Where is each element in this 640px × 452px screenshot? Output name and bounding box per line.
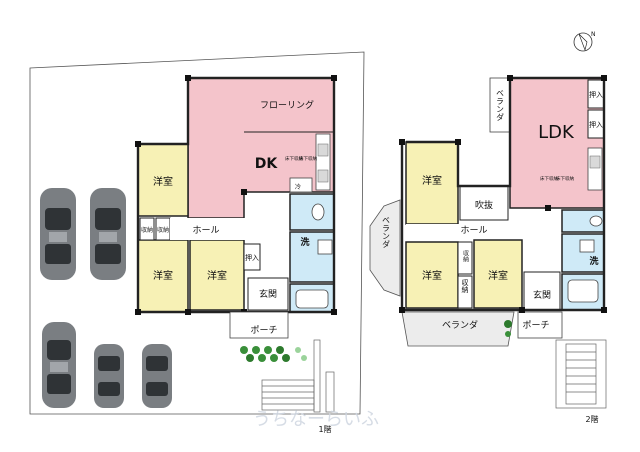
bathtub-icon: [567, 279, 599, 303]
label-hall-2f: ホール: [460, 225, 487, 236]
label-western-left: 洋室: [422, 174, 442, 187]
label-porch: ポーチ: [250, 325, 277, 336]
label-under-floor-1-2f: 床下収納: [540, 175, 558, 182]
toilet-icon: [311, 203, 325, 221]
room-western-tl: [137, 143, 189, 217]
balcony-side: [369, 199, 401, 297]
kitchen-counter-2f: [587, 147, 603, 191]
floor1-plan: [135, 75, 337, 413]
label-western-tl: 洋室: [153, 175, 173, 188]
floor1-labels: フローリング DK 床下収納 床下収納 洋室 洋室 洋室 収納 収納 ホール 押…: [141, 99, 332, 434]
label-dk: DK: [255, 156, 279, 172]
room-western-right: [473, 239, 523, 309]
room-western-bl: [137, 239, 189, 313]
sink-icon: [317, 143, 329, 157]
wash-basin-icon: [579, 239, 595, 253]
label-under-floor-2: 床下収納: [299, 155, 317, 162]
label-storage-b: 収納: [157, 226, 169, 234]
sink-icon: [589, 155, 601, 169]
site-boundary: [29, 51, 365, 415]
label-closet: 押入: [245, 253, 259, 262]
car-icon: [142, 344, 172, 408]
label-balcony-side: ベランダ: [382, 216, 391, 248]
label-entrance: 玄関: [259, 288, 277, 300]
car-icon: [94, 344, 124, 408]
label-ldk: LDK: [538, 122, 575, 143]
label-storage-a: 収納: [141, 226, 153, 234]
room-western-mid: [405, 241, 459, 309]
garden-plants: [240, 346, 307, 362]
bathtub-icon: [295, 289, 329, 309]
label-western-bl: 洋室: [153, 269, 173, 282]
storage-b-2f: [457, 275, 473, 309]
label-balcony-bottom: ベランダ: [442, 319, 478, 331]
outdoor-stairs-2f: [555, 339, 607, 409]
car-icon: [42, 322, 76, 408]
label-hall: ホール: [192, 225, 219, 236]
wall-posts-2f: [399, 75, 607, 313]
label-flooring: フローリング: [260, 99, 314, 111]
label-closet-top2: 押入: [589, 120, 603, 129]
washroom: [289, 231, 335, 283]
label-washroom-2f: 洗: [589, 255, 598, 267]
compass-icon: N: [573, 31, 596, 52]
label-western-right: 洋室: [488, 269, 508, 282]
outdoor-stairs: [261, 339, 335, 413]
label-western-br: 洋室: [207, 269, 227, 282]
porch-area: [229, 311, 289, 339]
hall-2f: [406, 224, 516, 238]
atrium: [459, 185, 509, 221]
hall-area: [170, 218, 288, 240]
balcony-bottom: [401, 311, 515, 347]
label-western-mid: 洋室: [422, 269, 442, 282]
parking-cars: [40, 188, 172, 408]
label-storage-b-2f: 収納: [461, 279, 469, 294]
label-under-floor-2-2f: 床下収納: [556, 175, 574, 182]
car-icon: [40, 188, 76, 280]
label-balcony-top: ベランダ: [496, 89, 505, 121]
label-pantry: 冷: [295, 183, 301, 191]
label-floor1: 1階: [318, 424, 331, 434]
storage-a-2f: [457, 241, 473, 275]
refrigerator-space: [289, 177, 313, 193]
label-floor2: 2階: [585, 414, 598, 424]
label-under-floor-1: 床下収納: [285, 155, 303, 162]
car-icon: [90, 188, 126, 280]
compass-letter: N: [591, 31, 596, 38]
label-closet-top1: 押入: [589, 90, 603, 99]
closet: [243, 243, 261, 271]
toilet-icon: [589, 215, 603, 227]
label-storage-a-2f: 収納: [462, 250, 469, 263]
floor2-plan: [369, 75, 607, 409]
label-entrance-2f: 玄関: [533, 289, 551, 301]
label-porch-2f: ポーチ: [522, 320, 549, 331]
wash-basin-icon: [317, 239, 333, 255]
room-western-br: [189, 239, 245, 311]
stove-icon: [317, 169, 329, 183]
storage-a: [139, 217, 155, 241]
plant-icon: [504, 320, 512, 328]
floor2-labels: LDK ベランダ 押入 押入 床下収納 床下収納 洋室 吹抜 ホール ベランダ …: [382, 89, 604, 424]
plant-icon: [505, 331, 511, 337]
watermark-text: うちなーらいふ: [253, 409, 379, 430]
porch-2f: [517, 311, 563, 339]
entrance-area: [247, 277, 289, 311]
label-washroom: 洗: [300, 236, 309, 248]
label-atrium: 吹抜: [475, 199, 493, 211]
